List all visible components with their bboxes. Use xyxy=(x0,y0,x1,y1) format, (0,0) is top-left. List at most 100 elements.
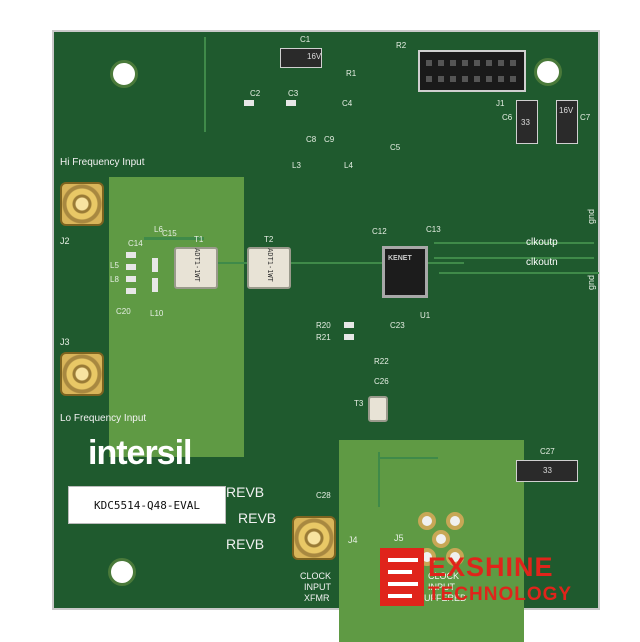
designator-c1: C1 xyxy=(300,35,311,44)
clkoutn-label: clkoutn xyxy=(526,257,558,268)
designator-j3: J3 xyxy=(60,337,70,347)
designator-r21: R21 xyxy=(316,333,331,342)
designator-c28: C28 xyxy=(316,491,331,500)
chip-brand: KENET xyxy=(388,255,412,262)
watermark-line1: EXSHINE xyxy=(428,552,554,582)
trace xyxy=(434,257,594,259)
smd-part xyxy=(286,100,296,106)
smd-part xyxy=(126,276,136,282)
revision-mark: REVB xyxy=(238,510,277,526)
smd-part xyxy=(126,252,136,258)
mounting-hole-top-left xyxy=(110,60,138,88)
designator-c27: C27 xyxy=(540,447,555,456)
designator-j5: J5 xyxy=(394,533,404,543)
j5-pad[interactable] xyxy=(432,530,450,548)
designator-c5: C5 xyxy=(390,143,401,152)
designator-t2: T2 xyxy=(264,235,274,244)
smd-part xyxy=(244,100,254,106)
designator-t1: T1 xyxy=(194,235,204,244)
gnd-label-top: gnd xyxy=(586,208,597,225)
gnd-label-bottom: gnd xyxy=(586,274,597,291)
designator-l10: L10 xyxy=(150,309,164,318)
revision-mark: REVB xyxy=(226,536,265,552)
clock-buffered-line: BUFFERED xyxy=(418,593,467,603)
trace xyxy=(378,457,438,459)
designator-c9: C9 xyxy=(324,135,335,144)
clock-input-line: INPUT xyxy=(304,582,331,592)
trace xyxy=(144,237,204,240)
trace xyxy=(204,37,206,132)
clkoutp-label: clkoutp xyxy=(526,237,558,248)
analog-input-zone xyxy=(109,177,244,457)
capacitor-c1: 16V xyxy=(280,48,322,68)
clock-buffered-line: CLOCK xyxy=(428,571,460,581)
designator-l4: L4 xyxy=(344,161,353,170)
designator-c6: C6 xyxy=(502,113,513,122)
capacitor-c7: 16V xyxy=(556,100,578,144)
sma-connector-j2[interactable] xyxy=(60,182,104,226)
designator-l6: L6 xyxy=(154,225,163,234)
hi-frequency-label: Hi Frequency Input xyxy=(60,157,145,168)
smd-part xyxy=(152,258,158,272)
designator-c7: C7 xyxy=(580,113,591,122)
trace xyxy=(434,242,594,244)
designator-c4: C4 xyxy=(342,99,353,108)
designator-c14: C14 xyxy=(128,239,143,248)
watermark-line2: TECHNOLOGY xyxy=(428,584,573,605)
trace xyxy=(378,452,380,507)
designator-c2: C2 xyxy=(250,89,261,98)
designator-r20: R20 xyxy=(316,321,331,330)
clock-input-line: XFMR xyxy=(304,593,330,603)
sma-connector-j3[interactable] xyxy=(60,352,104,396)
clock-input-line: CLOCK xyxy=(300,571,332,581)
designator-l8: L8 xyxy=(110,275,119,284)
intersil-logo: intersil xyxy=(88,434,192,472)
j5-pad[interactable] xyxy=(446,512,464,530)
adc-chip-u1: KENET xyxy=(382,246,428,298)
designator-l3: L3 xyxy=(292,161,301,170)
transformer-t3 xyxy=(368,396,388,422)
j5-pad[interactable] xyxy=(446,548,464,566)
designator-c23: C23 xyxy=(390,321,405,330)
capacitor-c6: 33 xyxy=(516,100,538,144)
designator-j2: J2 xyxy=(60,236,70,246)
smd-part xyxy=(344,322,354,328)
cap-value: 16V xyxy=(307,52,322,61)
designator-c12: C12 xyxy=(372,227,387,236)
clock-input-zone xyxy=(339,440,524,642)
sma-connector-j4[interactable] xyxy=(292,516,336,560)
capacitor-c27: 33 xyxy=(516,460,578,482)
smd-part xyxy=(126,288,136,294)
designator-t3: T3 xyxy=(354,399,364,408)
xfmr-marking: ADT1-1WT xyxy=(266,248,274,282)
designator-c8: C8 xyxy=(306,135,317,144)
designator-c26: C26 xyxy=(374,377,389,386)
designator-c20: C20 xyxy=(116,307,131,316)
mounting-hole-top-right xyxy=(534,58,562,86)
trace xyxy=(214,262,464,264)
revision-mark: REVB xyxy=(226,484,265,500)
header-j1[interactable] xyxy=(418,50,526,92)
lo-frequency-label: Lo Frequency Input xyxy=(60,413,147,424)
smd-part xyxy=(344,334,354,340)
transformer-t2: ADT1-1WT xyxy=(247,247,291,289)
pcb-board: Hi Frequency Input Lo Frequency Input J2… xyxy=(52,30,600,642)
cap-value: 16V xyxy=(559,106,574,115)
designator-c15: C15 xyxy=(162,229,177,238)
cap-value: 33 xyxy=(521,118,530,127)
designator-c13: C13 xyxy=(426,225,441,234)
cap-value: 33 xyxy=(543,466,552,475)
designator-u1: U1 xyxy=(420,311,431,320)
designator-r1: R1 xyxy=(346,69,357,78)
product-tag: KDC5514-Q48-EVAL xyxy=(68,486,226,524)
designator-r2: R2 xyxy=(396,41,407,50)
designator-c3: C3 xyxy=(288,89,299,98)
designator-l5: L5 xyxy=(110,261,119,270)
designator-j1: J1 xyxy=(496,99,505,108)
designator-r22: R22 xyxy=(374,357,389,366)
clock-buffered-line: INPUT xyxy=(428,582,455,592)
trace xyxy=(439,272,599,274)
mounting-hole-bottom-left xyxy=(108,558,136,586)
j5-pad[interactable] xyxy=(418,512,436,530)
transformer-t1: ADT1-1WT xyxy=(174,247,218,289)
